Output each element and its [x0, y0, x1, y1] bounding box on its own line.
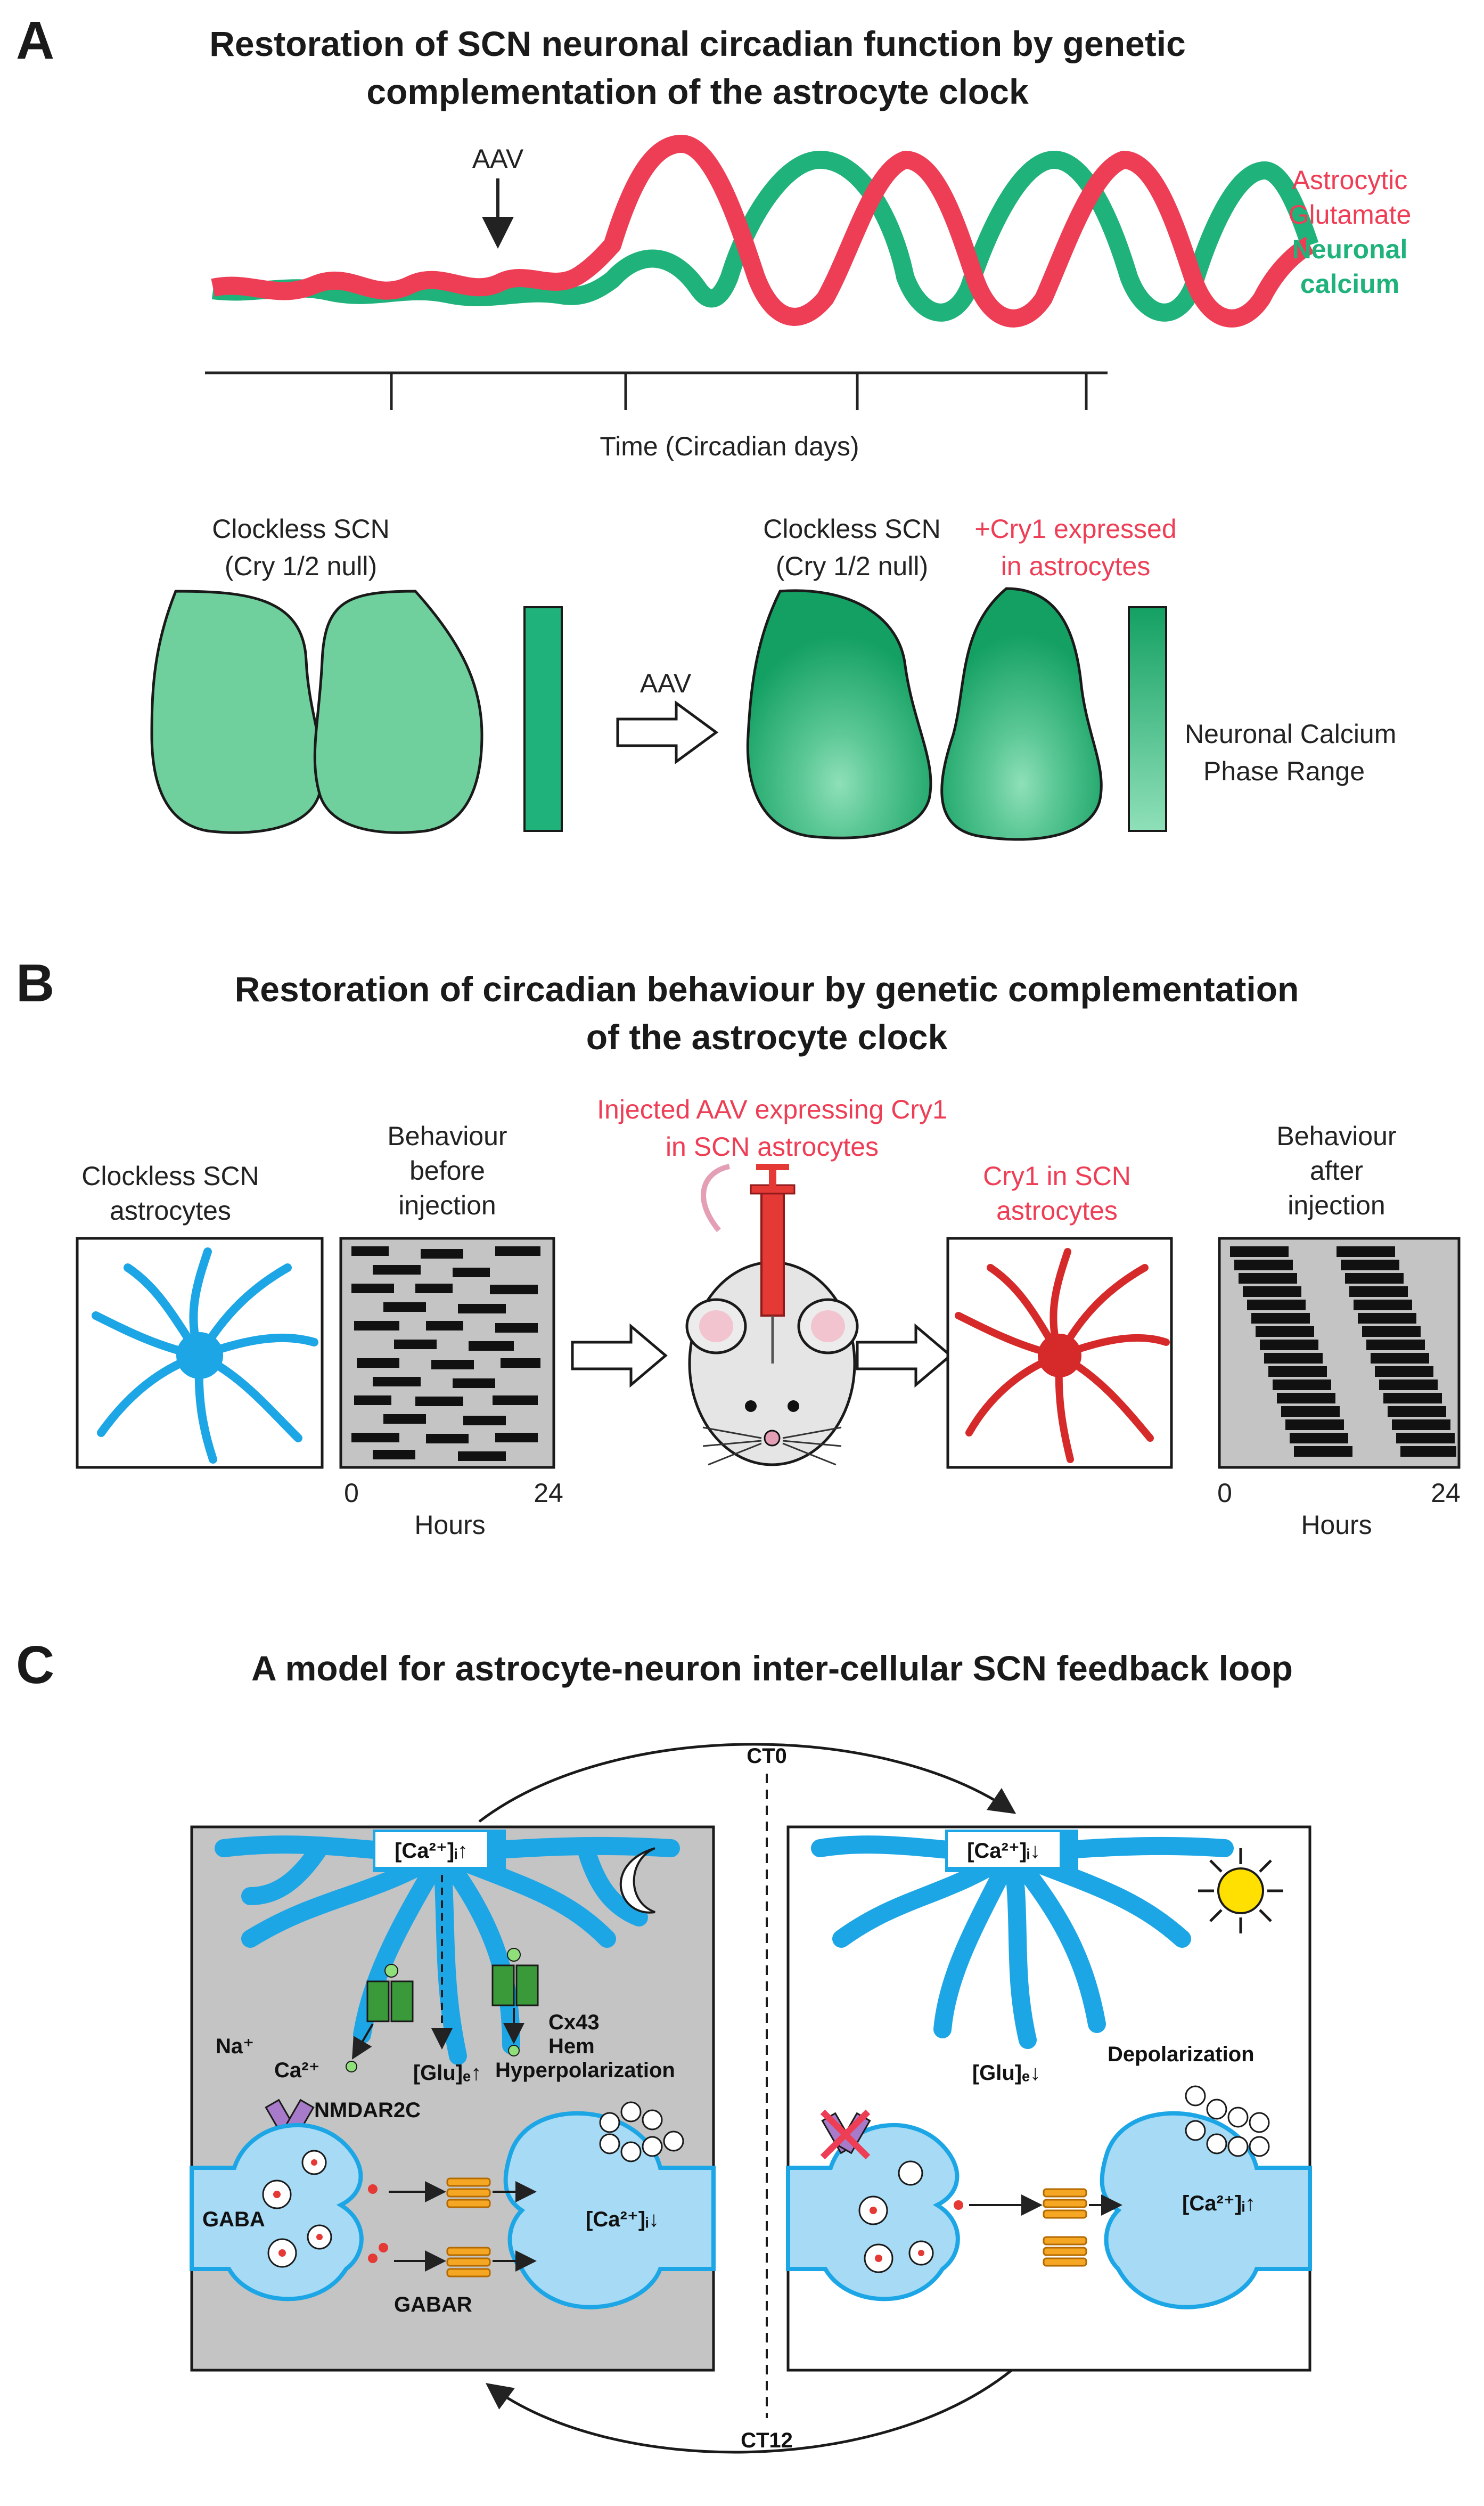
panel-a-title-line1: Restoration of SCN neuronal circadian fu…: [209, 24, 1186, 63]
blocked-nmdar: [820, 2109, 871, 2160]
ct0-label: CT0: [747, 1744, 787, 1768]
right-phase-range-bar: [1128, 606, 1167, 832]
night-gabar-label: GABAR: [394, 2293, 472, 2316]
left-scn: [150, 590, 483, 834]
time-axis: [205, 371, 1108, 410]
behav-after-label-line3: injection: [1288, 1190, 1385, 1220]
night-cx43-channel-2: [491, 1948, 539, 2056]
inject-label-line1: Injected AAV expressing Cry1: [597, 1095, 947, 1124]
left-scn-label-line1: Clockless SCN: [212, 514, 389, 544]
astrocytic-glutamate-wave: [211, 135, 1315, 328]
actogram-before: [339, 1237, 555, 1469]
day-ca-box-label: [Ca²⁺]ᵢ↓: [967, 1839, 1040, 1863]
astro-after-label-line1: Cry1 in SCN: [983, 1161, 1131, 1191]
panel-a-letter: A: [16, 11, 54, 70]
night-ca-box-label: [Ca²⁺]ᵢ↑: [395, 1839, 468, 1863]
night-nmdar-label: NMDAR2C: [314, 2099, 421, 2122]
astro-after-label-line2: astrocytes: [996, 1196, 1118, 1226]
panel-a: A Restoration of SCN neuronal circadian …: [16, 11, 1412, 841]
left-scn-label-line2: (Cry 1/2 null): [225, 551, 377, 581]
actogram-before-axis-end: 24: [534, 1478, 563, 1508]
panel-b-letter: B: [16, 953, 54, 1013]
night-ca2-label: Ca²⁺: [274, 2059, 320, 2082]
left-phase-range-bar: [523, 606, 563, 832]
day-depol-label: Depolarization: [1108, 2043, 1255, 2066]
night-na-label: Na⁺: [216, 2035, 254, 2058]
behaviour-arrow-1: [571, 1323, 668, 1388]
night-gaba-label: GABA: [202, 2208, 265, 2231]
cycle-arrow-bottom: [485, 2369, 1013, 2454]
panel-b: B Restoration of circadian behaviour by …: [16, 953, 1461, 1540]
panel-c-letter: C: [16, 1635, 54, 1695]
actogram-after-axis-label: Hours: [1301, 1510, 1372, 1540]
actogram-before-axis-start: 0: [344, 1478, 359, 1508]
night-cx43-channel-1: [346, 1964, 414, 2072]
day-gabar-receptors: [1043, 2188, 1087, 2267]
behav-after-label-line2: after: [1310, 1156, 1363, 1186]
behaviour-arrow-2: [856, 1323, 953, 1388]
phase-range-label-line1: Neuronal Calcium: [1185, 719, 1396, 749]
legend-calcium: calcium: [1300, 269, 1399, 299]
astro-before-label-line2: astrocytes: [110, 1196, 231, 1226]
right-scn-label-line2: (Cry 1/2 null): [776, 551, 928, 581]
behav-before-label-line2: before: [409, 1156, 485, 1186]
night-glu-label: [Glu]ₑ↑: [413, 2061, 481, 2085]
panel-b-title-line1: Restoration of circadian behaviour by ge…: [235, 969, 1299, 1009]
legend-astrocytic: Astrocytic: [1292, 165, 1408, 195]
actogram-before-axis-label: Hours: [414, 1510, 485, 1540]
legend-glutamate: Glutamate: [1289, 200, 1412, 230]
behav-before-label-line1: Behaviour: [387, 1121, 507, 1151]
night-cx43-line1: Cx43: [548, 2011, 600, 2034]
wave-plot: [211, 135, 1319, 328]
mouse-illustration: [685, 1164, 859, 1466]
day-ca-neuron-label: [Ca²⁺]ᵢ↑: [1182, 2192, 1256, 2215]
aav-arrow-label: AAV: [472, 144, 524, 174]
right-scn-label-extra2: in astrocytes: [1001, 551, 1151, 581]
panel-b-title-line2: of the astrocyte clock: [586, 1017, 948, 1057]
behav-before-label-line3: injection: [398, 1190, 496, 1220]
sun-icon: [1198, 1848, 1283, 1933]
moon-icon: [619, 1847, 655, 1914]
day-panel: [Ca²⁺]ᵢ↓ [Glu]ₑ↓ Depolarization: [786, 1825, 1312, 2372]
right-scn-label-line1: Clockless SCN: [763, 514, 940, 544]
ct12-label: CT12: [741, 2429, 793, 2452]
behav-after-label-line1: Behaviour: [1276, 1121, 1396, 1151]
legend-neuronal: Neuronal: [1292, 234, 1408, 264]
astro-before-cell: [92, 1247, 318, 1464]
night-cx43-line2: Hem: [548, 2035, 595, 2058]
phase-range-label-line2: Phase Range: [1203, 756, 1365, 786]
actogram-after-axis-start: 0: [1217, 1478, 1232, 1508]
night-hyper-label: Hyperpolarization: [495, 2059, 675, 2082]
night-postsynaptic-neuron: [503, 2111, 716, 2309]
time-axis-label: Time (Circadian days): [600, 431, 859, 461]
night-ca-neuron-label: [Ca²⁺]ᵢ↓: [586, 2208, 659, 2231]
panel-c: C A model for astrocyte-neuron inter-cel…: [16, 1635, 1312, 2454]
right-scn: [746, 587, 1103, 841]
astro-before-label-line1: Clockless SCN: [81, 1161, 259, 1191]
astro-after-cell: [955, 1248, 1170, 1463]
actogram-after-bars: [1230, 1246, 1456, 1457]
night-panel: [Ca²⁺]ᵢ↑ [Glu]ₑ↑ Cx43 Hem Na⁺: [190, 1825, 716, 2372]
inject-label-line2: in SCN astrocytes: [666, 1132, 879, 1162]
syringe-icon: [750, 1164, 796, 1364]
neuronal-calcium-wave: [211, 151, 1319, 322]
scn-open-arrow: [616, 700, 719, 764]
scn-aav-label: AAV: [640, 668, 692, 698]
panel-c-title: A model for astrocyte-neuron inter-cellu…: [251, 1648, 1293, 1688]
actogram-before-bars: [351, 1246, 540, 1461]
night-gabar-receptors: [446, 2177, 491, 2278]
panel-a-title-line2: complementation of the astrocyte clock: [366, 72, 1029, 111]
right-scn-label-extra1: +Cry1 expressed: [974, 514, 1176, 544]
actogram-after-axis-end: 24: [1431, 1478, 1461, 1508]
cycle-arrow-top: [478, 1743, 1016, 1823]
day-glu-label: [Glu]ₑ↓: [972, 2061, 1040, 2085]
